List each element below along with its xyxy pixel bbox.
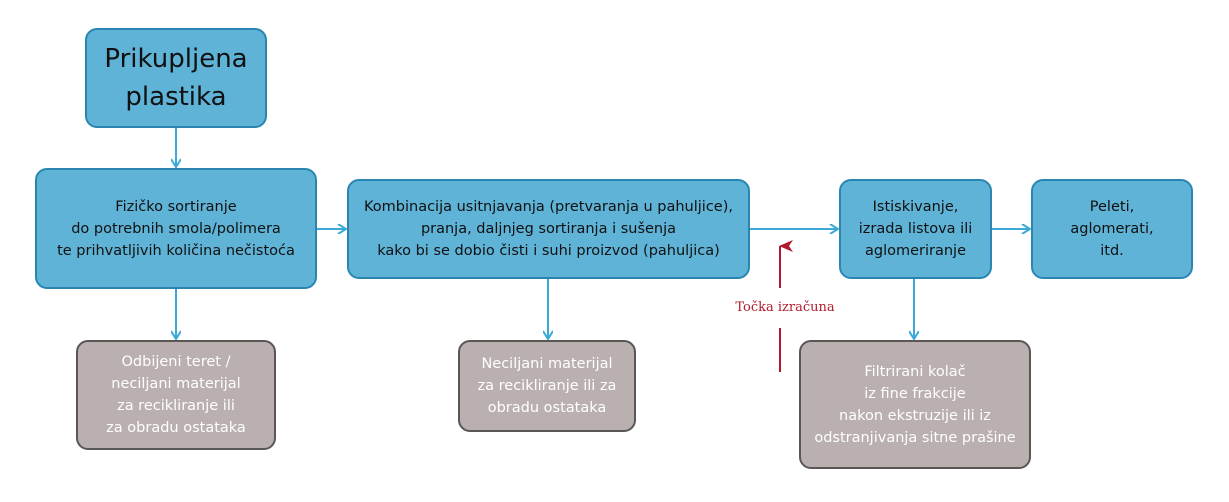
node-filter-cake: Filtrirani kolač iz fine frakcije nakon … [799, 340, 1031, 469]
node-physical-sorting: Fizičko sortiranje do potrebnih smola/po… [35, 168, 317, 289]
node-extrusion: Istiskivanje, izrada listova ili aglomer… [839, 179, 992, 279]
node-nontarget-material: Neciljani materijal za recikliranje ili … [458, 340, 636, 432]
node-shredding-washing: Kombinacija usitnjavanja (pretvaranja u … [347, 179, 750, 279]
calculation-point-label: Točka izračuna [735, 300, 835, 315]
node-pellets: Peleti, aglomerati, itd. [1031, 179, 1193, 279]
node-collected-plastic: Prikupljena plastika [85, 28, 267, 128]
node-rejected-load: Odbijeni teret / neciljani materijal za … [76, 340, 276, 450]
